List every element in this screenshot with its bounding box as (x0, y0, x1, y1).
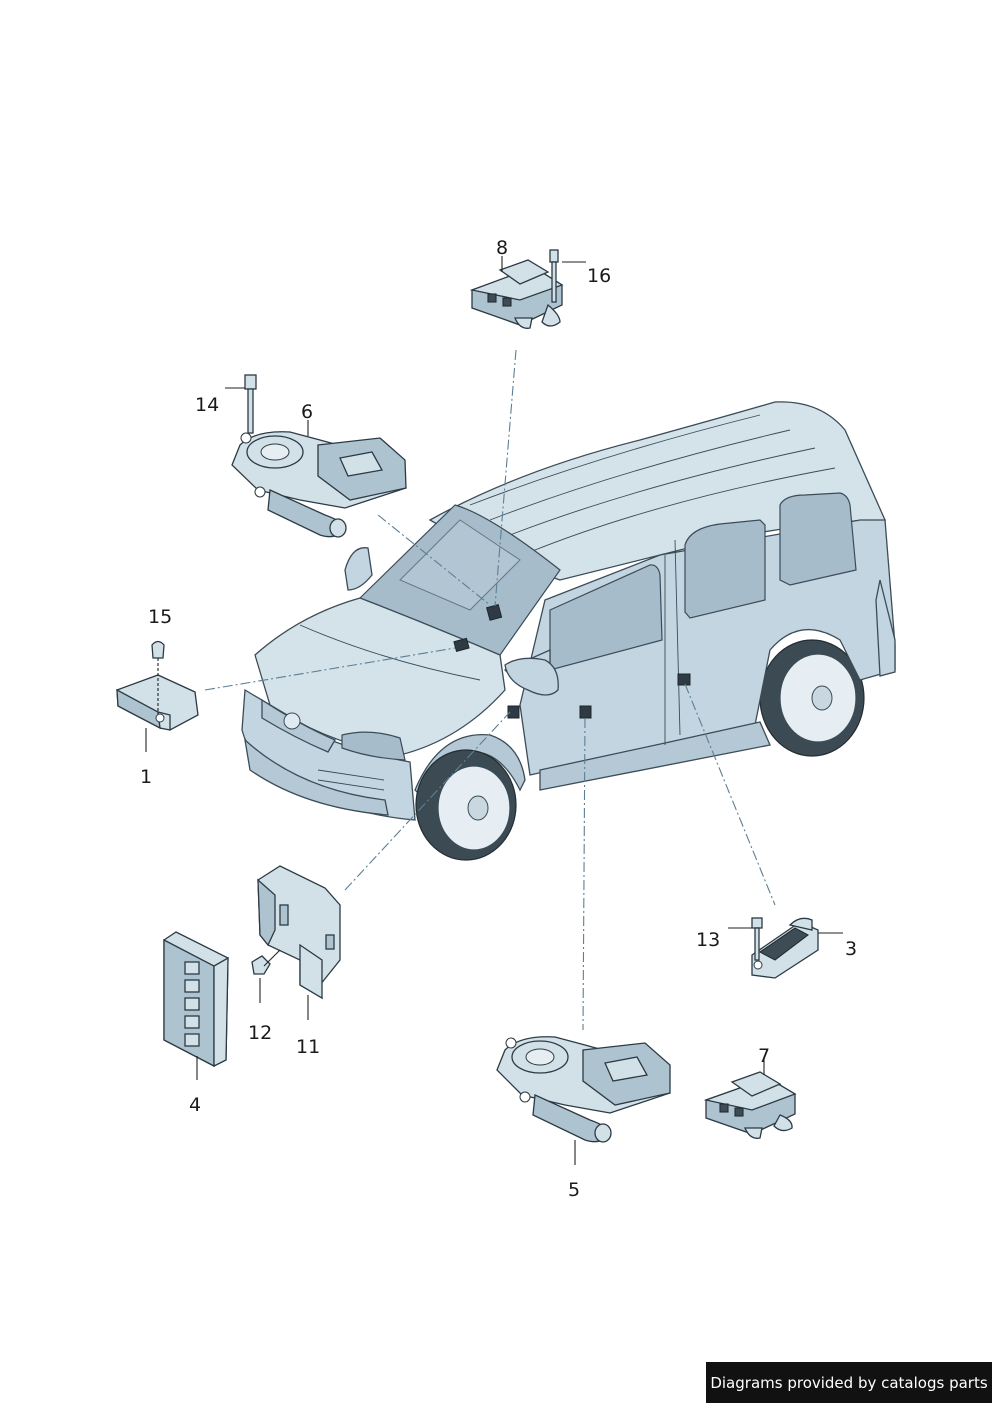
callout-6: 6 (301, 401, 313, 423)
part-14-bolt[interactable] (244, 374, 257, 434)
marker-module-11 (507, 705, 520, 719)
credit-banner: Diagrams provided by catalogs parts (706, 1362, 992, 1403)
leader-lines (145, 256, 843, 1165)
part-8-control-module[interactable] (469, 259, 564, 329)
callout-14: 14 (195, 394, 219, 416)
marker-module-6 (453, 637, 470, 652)
callout-5: 5 (568, 1179, 580, 1201)
location-lines (204, 349, 776, 1031)
side-window-1 (684, 519, 766, 619)
callout-12: 12 (248, 1022, 272, 1044)
callout-3: 3 (845, 938, 857, 960)
callout-4: 4 (189, 1094, 201, 1116)
callout-11: 11 (296, 1036, 320, 1058)
front-bumper (244, 738, 389, 816)
emblem (283, 712, 301, 730)
part-16-bolt[interactable] (549, 249, 559, 303)
part-4-relay-carrier[interactable] (163, 931, 229, 1068)
part-7-control-module[interactable] (703, 1071, 797, 1139)
marker-module-5 (579, 705, 592, 719)
marker-module-8 (486, 604, 503, 621)
door-mirror (504, 657, 559, 696)
van-illustration (241, 401, 896, 861)
callout-8: 8 (496, 237, 508, 259)
callout-1: 1 (140, 766, 152, 788)
front-door-window (549, 564, 663, 671)
callout-labels: 8 16 14 6 15 1 13 3 12 11 7 4 5 (140, 237, 857, 1201)
part-12-screw[interactable] (251, 949, 281, 975)
callout-15: 15 (148, 606, 172, 628)
part-1-mounting-bracket[interactable] (116, 674, 199, 731)
part-6-window-regulator-motor[interactable] (231, 431, 407, 538)
side-window-2 (779, 492, 857, 586)
part-13-bolt[interactable] (751, 917, 763, 961)
part-11-holder[interactable] (257, 865, 341, 1000)
part-15-nut[interactable] (151, 640, 165, 715)
part-5-window-regulator-motor[interactable] (496, 1036, 671, 1143)
callout-16: 16 (587, 265, 611, 287)
headlight (341, 731, 406, 761)
callout-13: 13 (696, 929, 720, 951)
callout-7: 7 (758, 1045, 770, 1067)
part-3-sensor[interactable] (751, 917, 819, 979)
mirror-left (344, 547, 373, 591)
marker-module-3 (677, 673, 691, 686)
